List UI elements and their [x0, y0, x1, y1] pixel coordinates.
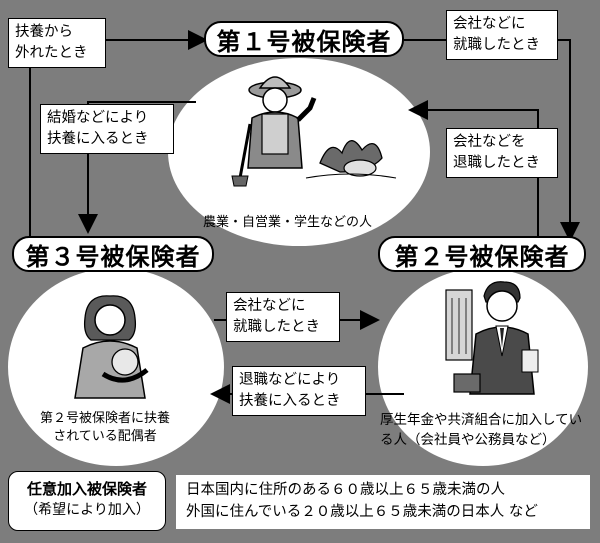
caption-line: されている配偶者 [53, 429, 157, 444]
label-join-company-from-first: 会社などに 就職したとき [446, 10, 558, 60]
label-line: 結婚などにより [47, 110, 149, 126]
label-line: 退職したとき [453, 155, 540, 171]
optional-insured-box: 任意加入被保険者 （希望により加入） [8, 471, 166, 531]
description-line: 外国に住んでいる２０歳以上６５歳未満の日本人 など [186, 504, 538, 520]
label-leave-dependency: 扶養から 外れたとき [8, 18, 106, 68]
label-join-company-from-third: 会社などに 就職したとき [226, 292, 340, 342]
optional-insured-title: 任意加入被保険者 [26, 480, 147, 498]
office-worker-icon [445, 281, 539, 395]
label-line: 扶養に入るとき [239, 393, 341, 409]
label-retire-dependency: 退職などにより 扶養に入るとき [232, 366, 366, 416]
first-insured-title: 第１号被保険者 [204, 21, 404, 57]
third-caption: 第２号被保険者に扶養 されている配偶者 [40, 410, 170, 446]
optional-insured-subtitle: （希望により加入） [24, 502, 150, 518]
label-line: 就職したとき [453, 37, 540, 53]
label-line: 外れたとき [15, 45, 88, 61]
third-insured-title: 第３号被保険者 [12, 236, 214, 272]
label-marriage-dependency: 結婚などにより 扶養に入るとき [40, 104, 174, 154]
first-caption: 農業・自営業・学生などの人 [203, 215, 373, 230]
label-line: 就職したとき [233, 319, 320, 335]
second-caption: 厚生年金や共済組合に加入してい る人（会社員や公務員など） [380, 410, 582, 450]
label-line: 会社などを [453, 134, 526, 150]
label-line: 扶養に入るとき [47, 131, 149, 147]
optional-insured-description: 日本国内に住所のある６０歳以上６５歳未満の人 外国に住んでいる２０歳以上６５歳未… [176, 475, 590, 529]
label-line: 会社などに [453, 16, 526, 32]
caption-line: る人（会社員や公務員など） [380, 432, 556, 448]
label-leave-company: 会社などを 退職したとき [446, 128, 558, 178]
second-insured-title: 第２号被保険者 [378, 236, 586, 272]
caption-line: 第２号被保険者に扶養 [40, 411, 171, 426]
label-line: 会社などに [233, 298, 306, 314]
label-line: 退職などにより [239, 372, 341, 388]
description-line: 日本国内に住所のある６０歳以上６５歳未満の人 [186, 482, 505, 498]
caption-line: 厚生年金や共済組合に加入してい [380, 412, 583, 428]
mother-with-baby-icon [74, 295, 149, 399]
label-line: 扶養から [15, 24, 73, 40]
farmer-icon [231, 76, 397, 187]
